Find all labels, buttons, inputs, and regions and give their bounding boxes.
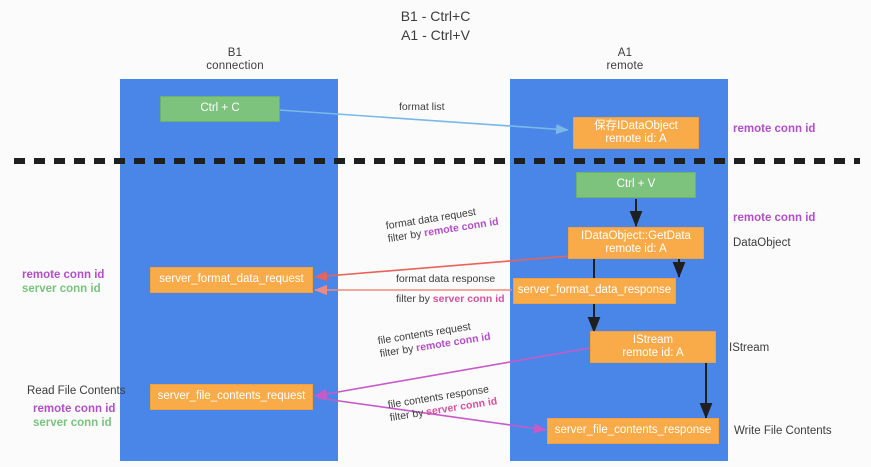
arrow-label-format-list: format list	[399, 101, 445, 113]
node-server-format-data-request[interactable]: server_format_data_request	[150, 267, 313, 293]
arrow-label-format-data-response-line1: format data response	[396, 273, 496, 285]
side-label-istream: IStream	[729, 342, 770, 354]
node-getdata[interactable]: IDataObject::GetData remote id: A	[568, 227, 704, 259]
page-title: B1 - Ctrl+C A1 - Ctrl+V	[0, 7, 871, 45]
lane-header-b1-line2: connection	[206, 60, 264, 72]
node-istream-label: IStream	[632, 333, 674, 346]
lane-header-a1: A1 remote	[510, 47, 740, 73]
node-server-file-contents-request-label: server_file_contents_request	[157, 390, 306, 403]
side-label-left-server-conn-id-bottom: server conn id	[33, 417, 112, 429]
side-label-write-file-contents: Write File Contents	[734, 425, 832, 437]
arrow-label-file-contents-request: file contents request filter by remote c…	[377, 318, 492, 361]
node-server-format-data-request-label: server_format_data_request	[159, 273, 304, 286]
node-server-format-data-response-label: server_format_data_response	[517, 284, 672, 297]
node-save-idataobject-label: 保存IDataObject	[594, 119, 678, 132]
node-ctrl-v-label: Ctrl + V	[616, 178, 656, 191]
side-label-dataobject: DataObject	[733, 237, 791, 249]
node-server-file-contents-response-label: server_file_contents_response	[554, 424, 712, 437]
node-save-idataobject[interactable]: 保存IDataObject remote id: A	[573, 117, 699, 149]
arrow-label-file-contents-response: file contents response filter by server …	[387, 382, 498, 425]
node-server-file-contents-request[interactable]: server_file_contents_request	[150, 384, 313, 410]
node-ctrl-v[interactable]: Ctrl + V	[576, 172, 696, 198]
lane-header-b1-line1: B1	[227, 47, 243, 59]
title-line-1: B1 - Ctrl+C	[400, 8, 471, 24]
lane-header-a1-line1: A1	[617, 47, 633, 59]
lane-header-b1: B1 connection	[120, 47, 350, 73]
arrow-label-format-data-response: format data response filter by server co…	[396, 273, 505, 306]
node-istream[interactable]: IStream remote id: A	[590, 331, 716, 363]
node-save-idataobject-sub: remote id: A	[605, 133, 667, 145]
node-ctrl-c[interactable]: Ctrl + C	[160, 96, 280, 122]
node-getdata-sub: remote id: A	[605, 243, 667, 255]
title-line-2: A1 - Ctrl+V	[401, 27, 470, 43]
side-label-remote-conn-id-mid: remote conn id	[733, 212, 816, 224]
node-istream-sub: remote id: A	[622, 347, 684, 359]
side-label-left-remote-conn-id-bottom: remote conn id	[33, 403, 116, 415]
side-label-left-server-conn-id-top: server conn id	[22, 283, 101, 295]
node-server-file-contents-response[interactable]: server_file_contents_response	[547, 418, 719, 444]
side-label-read-file-contents: Read File Contents	[27, 385, 126, 397]
node-getdata-label: IDataObject::GetData	[581, 229, 691, 242]
node-server-format-data-response[interactable]: server_format_data_response	[513, 278, 676, 304]
side-label-left-remote-conn-id-top: remote conn id	[22, 269, 105, 281]
node-ctrl-c-label: Ctrl + C	[200, 102, 240, 115]
arrow-label-format-data-request: format data request filter by remote con…	[385, 203, 500, 246]
lane-header-a1-line2: remote	[606, 60, 644, 72]
arrow-label-format-data-response-line2: filter by server conn id	[396, 293, 505, 305]
side-label-remote-conn-id-top: remote conn id	[733, 123, 816, 135]
